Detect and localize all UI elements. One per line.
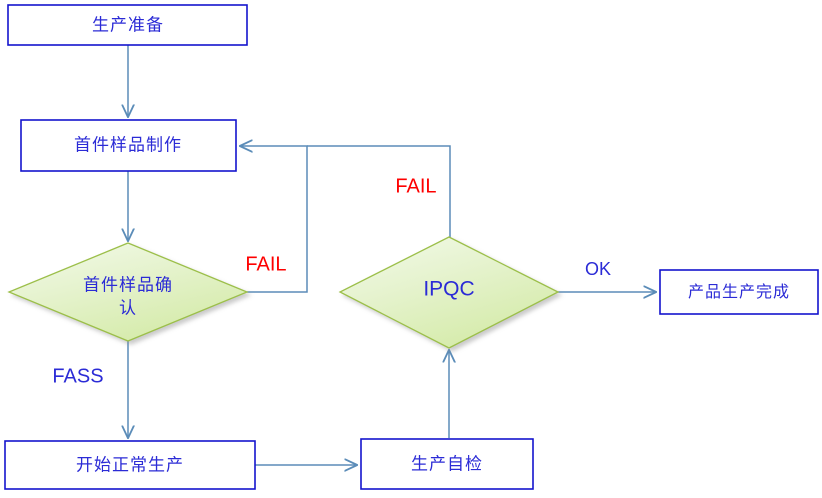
- node-production-self-inspection-shape: [360, 438, 534, 490]
- node-first-article-sample-making-shape: [20, 119, 237, 172]
- node-production-preparation-shape: [7, 4, 248, 46]
- node-first-article-confirmation-label-line1: 首件样品确: [83, 275, 173, 294]
- node-product-production-complete[interactable]: 产品生产完成: [659, 269, 819, 315]
- connector-firstconfirm-fail-to-firstmake: [240, 146, 308, 293]
- node-first-article-confirmation-label-line2: 认: [119, 298, 137, 317]
- node-start-normal-production-label: 开始正常生产: [76, 455, 184, 474]
- node-first-article-confirmation[interactable]: 首件样品确 认: [7, 242, 249, 342]
- connector-layer: [128, 45, 656, 465]
- node-product-production-complete-label: 产品生产完成: [688, 283, 790, 301]
- node-first-article-confirmation-shape: [7, 242, 249, 342]
- node-first-article-sample-making-label: 首件样品制作: [74, 135, 182, 154]
- connector-ipqc-fail-to-firstmake: [307, 145, 451, 239]
- node-start-normal-production[interactable]: 开始正常生产: [4, 440, 256, 490]
- edge-label-first-confirm-fail: FAIL: [245, 253, 286, 275]
- edge-label-first-confirm-pass: FASS: [52, 365, 103, 387]
- node-ipqc-label: IPQC: [423, 278, 474, 301]
- edge-label-ipqc-fail: FAIL: [395, 175, 436, 197]
- node-product-production-complete-shape: [659, 269, 819, 315]
- node-production-preparation-label: 生产准备: [92, 15, 164, 34]
- node-first-article-sample-making[interactable]: 首件样品制作: [20, 119, 237, 172]
- node-ipqc-shape: [338, 236, 560, 349]
- node-production-preparation[interactable]: 生产准备: [7, 4, 248, 46]
- node-production-self-inspection[interactable]: 生产自检: [360, 438, 534, 490]
- edge-label-ipqc-ok: OK: [585, 259, 611, 279]
- node-production-self-inspection-label: 生产自检: [411, 454, 483, 473]
- node-ipqc[interactable]: IPQC: [338, 236, 560, 349]
- node-start-normal-production-shape: [4, 440, 256, 490]
